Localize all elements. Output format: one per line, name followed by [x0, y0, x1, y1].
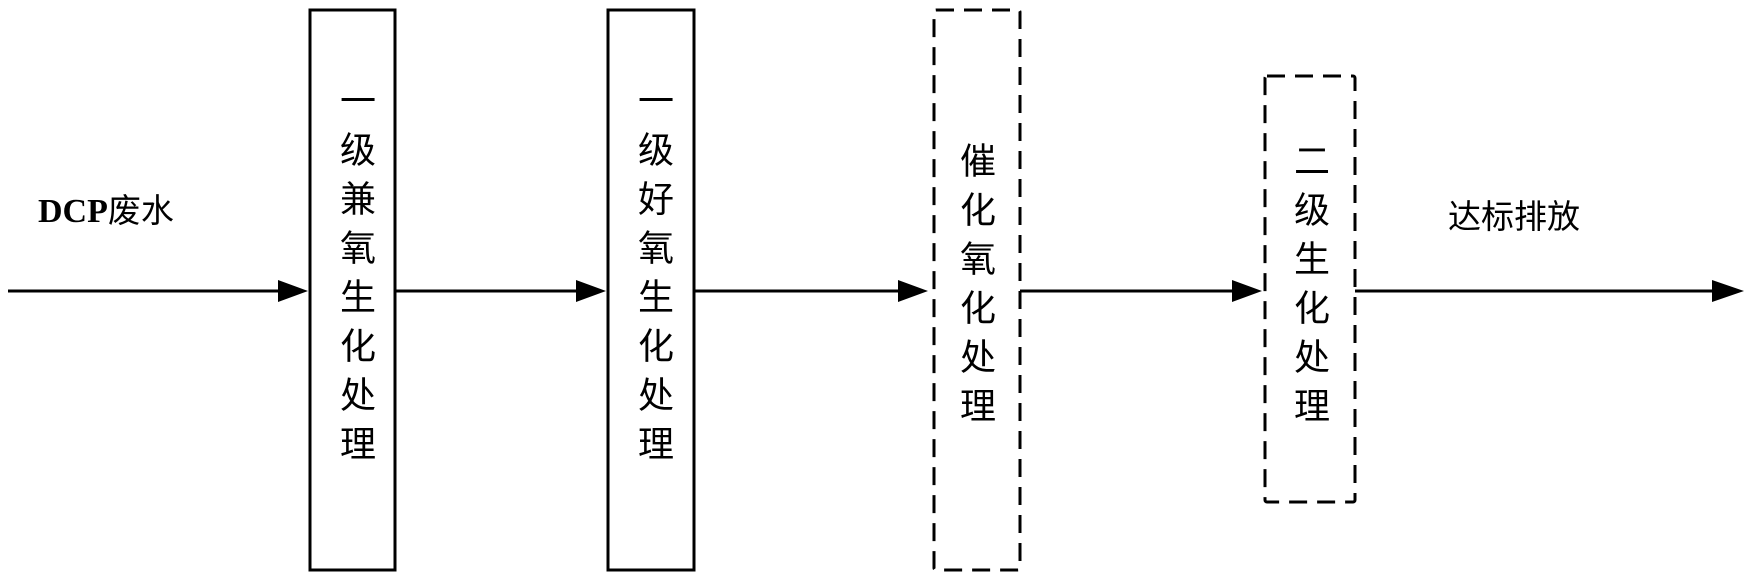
arrow-head-output — [1712, 280, 1744, 302]
input-label-latin: DCP — [38, 193, 108, 230]
arrow-head-2-3 — [898, 280, 928, 302]
step-box-4 — [1263, 74, 1357, 504]
step-box-1 — [308, 8, 397, 572]
step-label-4: 二级生化处理 — [1288, 142, 1329, 436]
step-label-2: 一级好氧生化处理 — [632, 82, 673, 474]
step-label-1: 一级兼氧生化处理 — [334, 82, 375, 474]
step-box-3 — [932, 8, 1022, 572]
arrow-head-input — [278, 280, 308, 302]
step-label-3: 催化氧化处理 — [954, 142, 995, 436]
arrow-head-1-2 — [576, 280, 606, 302]
arrow-head-3-4 — [1232, 280, 1262, 302]
output-label: 达标排放 — [1448, 197, 1580, 236]
step-box-2 — [606, 8, 696, 572]
input-label: DCP废水 — [38, 194, 174, 229]
input-label-cjk: 废水 — [107, 191, 174, 230]
